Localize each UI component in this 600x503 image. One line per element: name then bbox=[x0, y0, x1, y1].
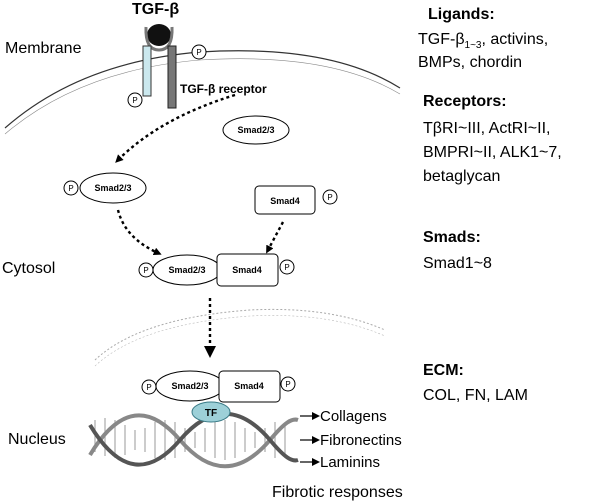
phospho-badge: P bbox=[127, 92, 143, 108]
arrow-smad4-to-complex bbox=[266, 221, 285, 254]
smad4-node bbox=[254, 185, 316, 215]
smad4-node bbox=[218, 370, 281, 403]
nucleus-label: Nucleus bbox=[8, 431, 66, 448]
membrane-label: Membrane bbox=[5, 40, 82, 57]
receptor-type-i bbox=[167, 45, 177, 109]
smad4-node bbox=[216, 253, 279, 287]
target-collagens: Collagens bbox=[320, 408, 387, 425]
phospho-badge: P bbox=[141, 379, 157, 395]
legend-receptors-line: TβRI~III, ActRI~II, bbox=[423, 120, 550, 137]
target-laminins: Laminins bbox=[320, 454, 380, 471]
target-fibronectins: Fibronectins bbox=[320, 432, 402, 449]
receptor-binding-cup bbox=[144, 26, 174, 52]
cell-membrane-inner bbox=[4, 58, 401, 135]
smad4-label: Smad4 bbox=[270, 196, 300, 206]
smad23-label: Smad2/3 bbox=[171, 381, 208, 391]
smad23-label: Smad2/3 bbox=[94, 183, 131, 193]
transcription-factor-label: TF bbox=[205, 408, 217, 419]
svg-text:P: P bbox=[146, 383, 151, 392]
cytosol-label: Cytosol bbox=[2, 260, 55, 277]
legend-receptors-line: betaglycan bbox=[423, 168, 500, 185]
phospho-badge: P bbox=[280, 376, 296, 392]
phospho-badge: P bbox=[138, 262, 154, 278]
legend: Ligands: TGF-β1~3, activins, BMPs, chord… bbox=[418, 6, 562, 404]
legend-smads-title: Smads: bbox=[423, 229, 481, 246]
smad23-label: Smad2/3 bbox=[168, 265, 205, 275]
svg-text:P: P bbox=[196, 48, 201, 57]
nuclear-envelope bbox=[94, 308, 386, 361]
legend-smads-line: Smad1~8 bbox=[423, 255, 492, 272]
tgf-beta-receptor-label: TGF-β receptor bbox=[180, 82, 267, 96]
phospho-badge: P bbox=[191, 44, 207, 60]
smad4-label: Smad4 bbox=[234, 381, 264, 391]
legend-receptors-line: BMPRI~II, ALK1~7, bbox=[423, 144, 562, 161]
arrow-smad23-to-complex bbox=[116, 209, 162, 255]
fibrotic-responses-label: Fibrotic responses bbox=[272, 484, 403, 501]
legend-ecm-title: ECM: bbox=[423, 362, 464, 379]
smad23-node bbox=[222, 115, 290, 145]
legend-receptors-title: Receptors: bbox=[423, 93, 507, 110]
smad4-label: Smad4 bbox=[232, 265, 262, 275]
svg-text:P: P bbox=[132, 96, 137, 105]
legend-ligands-line1: TGF-β1~3, activins, bbox=[418, 31, 548, 51]
phospho-badge: P bbox=[322, 189, 338, 205]
tgf-beta-label: TGF-β bbox=[132, 1, 179, 18]
svg-text:P: P bbox=[143, 266, 148, 275]
dna-double-helix bbox=[88, 411, 299, 469]
legend-ecm-line: COL, FN, LAM bbox=[423, 387, 528, 404]
smad23-node bbox=[79, 172, 147, 204]
svg-text:P: P bbox=[327, 193, 332, 202]
legend-ligands-line2: BMPs, chordin bbox=[418, 54, 522, 71]
smad23-label: Smad2/3 bbox=[237, 125, 274, 135]
svg-text:P: P bbox=[285, 380, 290, 389]
transcription-factor bbox=[191, 401, 231, 423]
phospho-badge: P bbox=[63, 180, 79, 196]
phospho-badge: P bbox=[279, 259, 295, 275]
receptor-type-ii bbox=[142, 45, 152, 97]
arrow-smad23-activation bbox=[115, 93, 236, 163]
svg-text:P: P bbox=[68, 184, 73, 193]
nuclear-envelope-inner bbox=[94, 315, 386, 367]
tgf-beta-ligand bbox=[147, 24, 171, 46]
legend-ligands-title: Ligands: bbox=[428, 6, 495, 23]
svg-text:P: P bbox=[284, 263, 289, 272]
